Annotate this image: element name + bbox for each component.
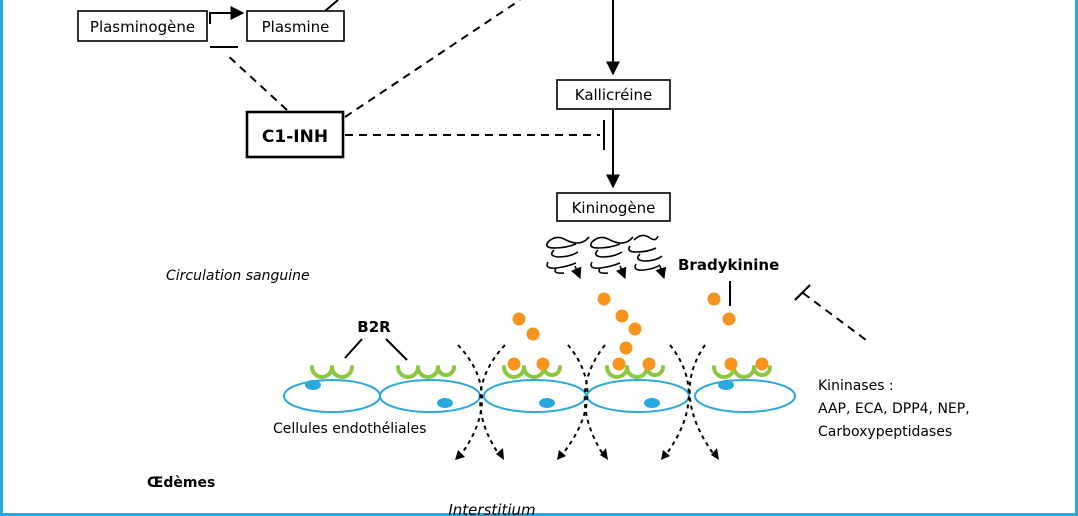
- leak-arrowheads: [455, 448, 719, 460]
- kallicreine-node: Kallicréine: [556, 79, 671, 110]
- kininases-title: Kininases :: [818, 378, 894, 394]
- kininases-block: Kininases : AAP, ECA, DPP4, NEP, Carboxy…: [818, 378, 970, 440]
- kininase-dashed: [802, 292, 867, 341]
- endothelial-cells: [283, 379, 796, 413]
- bradykinin-molecules: [512, 292, 736, 355]
- b2-receptors: [310, 365, 772, 379]
- c1inh-node: C1-INH: [245, 110, 345, 159]
- kallicreine-label: Kallicréine: [575, 86, 652, 104]
- b2r-pointer-right: [385, 338, 408, 361]
- kininases-carboxy: Carboxypeptidases: [818, 424, 952, 440]
- circulation-label: Circulation sanguine: [166, 268, 310, 284]
- plasmine-node: Plasmine: [246, 10, 345, 42]
- cellules-label: Cellules endothéliales: [273, 421, 426, 437]
- oedemes-label: Œdèmes: [147, 475, 215, 491]
- kininases-list: AAP, ECA, DPP4, NEP,: [818, 401, 970, 417]
- interstitium-label: Interstitium: [448, 501, 535, 516]
- kininogen-chains: [546, 234, 667, 280]
- plasminogene-node: Plasminogène: [77, 10, 208, 42]
- kininogene-label: Kininogène: [572, 199, 656, 217]
- b2r-pointer-left: [344, 338, 363, 359]
- plasmine-exit-line: [324, 0, 339, 12]
- vascular-leak-arcs: [457, 344, 716, 457]
- kininogene-node: Kininogène: [556, 192, 671, 222]
- plasminogene-label: Plasminogène: [90, 18, 195, 36]
- bradykinine-label: Bradykinine: [678, 256, 779, 274]
- plasminogen-activation-arrow: [209, 6, 245, 24]
- b2r-label: B2R: [357, 318, 391, 336]
- cell-nuclei: [305, 380, 734, 408]
- plasmine-label: Plasmine: [262, 18, 330, 36]
- c1inh-label: C1-INH: [262, 127, 328, 147]
- c1inh-plasmin-dashed: [225, 53, 288, 111]
- kininase-inhibition-bar: [794, 284, 811, 301]
- bound-bradykinin: [507, 357, 769, 371]
- c1inh-upper-dashed: [344, 0, 521, 118]
